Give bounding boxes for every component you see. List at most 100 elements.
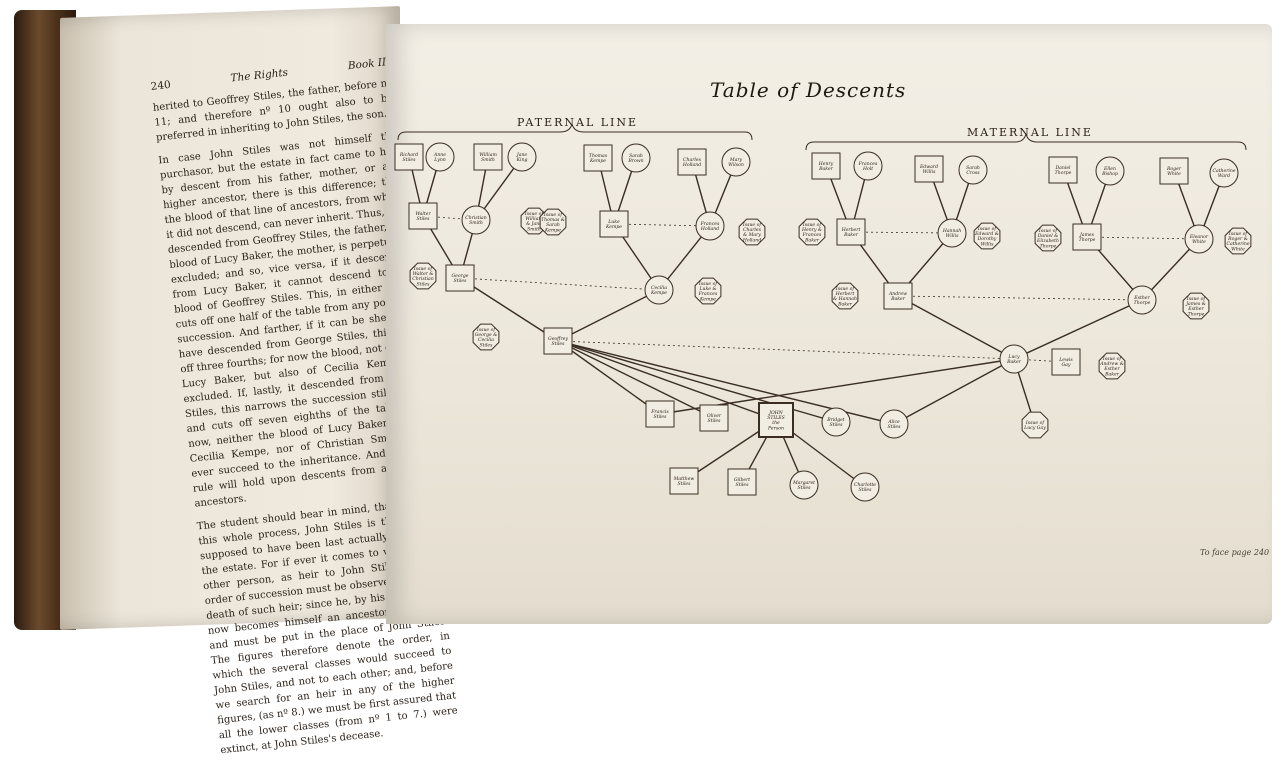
person-label: Thorpe	[1079, 237, 1096, 243]
person-label: Daniel	[1054, 165, 1071, 171]
person-label: Luke	[607, 219, 620, 225]
issue-octagon	[1182, 292, 1210, 320]
female-circle	[721, 147, 751, 177]
marriage-link	[1086, 236, 1200, 240]
person-label: Smith	[481, 157, 495, 163]
descent-line	[557, 340, 715, 419]
descent-line	[557, 340, 777, 421]
person-label: Elizabeth	[1036, 238, 1059, 244]
person-label: Smith	[527, 226, 541, 232]
issue-octagon	[1021, 411, 1049, 439]
person-label: STILES	[767, 415, 785, 421]
person-label: James &	[1185, 301, 1206, 307]
person-label: Esther	[1187, 306, 1204, 312]
female-circle	[695, 211, 725, 241]
person-label: Stiles	[887, 424, 901, 430]
female-circle	[789, 470, 819, 500]
person-label: James	[1079, 232, 1095, 238]
person-label: Jane	[516, 152, 528, 158]
person-label: Thorpe	[1055, 170, 1072, 176]
male-box	[677, 148, 707, 176]
person-label: Holland	[742, 237, 761, 243]
person-label: Holland	[682, 162, 701, 168]
person-label: White	[1167, 171, 1181, 177]
person-label: Andrew	[888, 291, 907, 297]
person-label: Esther	[1133, 295, 1150, 301]
male-box	[1051, 348, 1081, 376]
male-box	[1048, 156, 1078, 184]
male-box	[543, 327, 573, 355]
person-label: Edward &	[974, 231, 999, 237]
person-label: Baker	[818, 166, 834, 172]
person-label: Issue of	[524, 211, 544, 217]
person-label: Gilbert	[734, 477, 750, 483]
person-label: Geoffrey	[548, 336, 568, 342]
person-label: Thorpe	[1188, 311, 1205, 317]
person-label: Lynn	[433, 157, 446, 163]
person-label: Thorpe	[1134, 300, 1151, 306]
descent-line	[557, 289, 660, 342]
person-label: Sarah	[546, 222, 560, 228]
person-label: Willis	[981, 241, 995, 247]
person-label: & Jane	[526, 221, 542, 227]
male-box	[473, 143, 503, 171]
person-label: Stiles	[677, 481, 691, 487]
male-box	[1072, 223, 1102, 251]
person-label: Wilson	[728, 162, 744, 168]
book-label: Book II.	[347, 55, 391, 73]
right-page	[386, 24, 1272, 624]
person-label: Thomas	[589, 153, 608, 159]
descent-line	[459, 277, 559, 342]
issue-octagon	[831, 282, 859, 310]
person-label: Stiles	[735, 482, 749, 488]
person-label: Charlotte	[854, 482, 876, 488]
person-label: Baker	[890, 296, 906, 302]
marriage-link	[557, 340, 1015, 360]
person-label: Matthew	[673, 476, 695, 482]
marriage-link	[897, 295, 1143, 301]
person-label: Bishop	[1101, 171, 1118, 177]
person-label: Stiles	[707, 418, 721, 424]
female-circle	[644, 275, 674, 305]
person-label: Oliver	[707, 413, 722, 419]
marriage-link	[1013, 358, 1067, 363]
marriage-link	[422, 215, 477, 221]
person-label: Stiles	[653, 414, 667, 420]
person-label: Issue of	[476, 327, 496, 333]
issue-octagon	[694, 277, 722, 305]
open-book: 240 The Rights Book II. herited to Geoff…	[14, 6, 1272, 756]
male-box	[727, 468, 757, 496]
person-label: Sarah	[629, 153, 643, 159]
person-label: Cecilia	[651, 285, 667, 291]
person-label: Baker	[1006, 359, 1022, 365]
female-circle	[507, 142, 537, 172]
female-circle	[999, 344, 1029, 374]
person-label: Stiles	[551, 341, 565, 347]
person-label: Gay	[1061, 362, 1070, 368]
female-circle	[425, 142, 455, 172]
issue-octagon	[1224, 227, 1252, 255]
person-label: Holt	[862, 166, 873, 172]
issue-octagon	[1034, 224, 1062, 252]
person-label: Issue of	[698, 281, 718, 287]
